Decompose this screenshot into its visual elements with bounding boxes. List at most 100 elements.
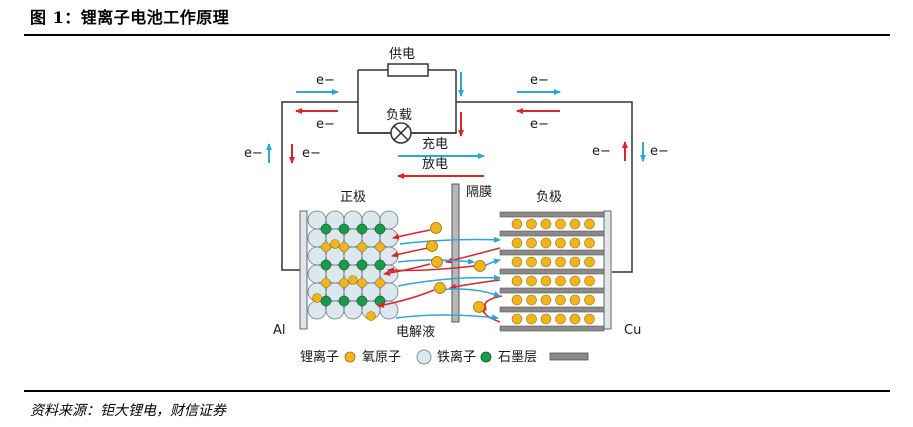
discharge-label: 放电 [422,157,448,172]
iron-ion [320,223,332,235]
lithium-ion [357,242,367,252]
source-note: 资料来源：钜大锂电，财信证券 [30,403,226,419]
lithium-ion-free [426,240,438,252]
iron-ion-dot [480,351,492,363]
lithium-ion [526,256,537,268]
load-label: 负载 [386,108,412,123]
lithium-ion [375,278,385,288]
lithium-ion [330,239,340,249]
lithium-ion-free [431,256,443,268]
discharge-ion-arrow [387,265,475,274]
anode-label: 负极 [536,190,562,205]
lithium-ion [348,275,358,285]
graphite-layer [499,325,605,332]
lithium-ion-free [474,260,486,272]
iron-ion [356,259,368,271]
charge-label: 充电 [422,136,448,152]
lithium-ion [312,293,322,303]
electron-label-top-right-2: e− [530,117,549,132]
charge-ion-arrow [399,236,501,245]
lithium-ion [584,313,595,325]
lithium-ion [339,278,349,288]
lithium-ion [569,313,581,325]
iron-ion [320,259,332,271]
charge-ion-arrow [395,314,499,321]
iron-ion [356,295,368,307]
top-rule [24,34,890,36]
anode-graphite-stack [499,211,605,332]
lithium-ion [555,294,566,306]
electron-label-right-2: e− [650,144,669,159]
lithium-ion [540,256,552,268]
discharge-ion-arrow [479,306,501,323]
cathode-label: 正极 [340,190,366,205]
graphite-layer [499,306,605,313]
figure-title: 图 1：锂离子电池工作原理 [30,8,230,27]
lithium-ion [540,294,552,306]
iron-ion [374,259,386,271]
lithium-ion [569,237,581,249]
lithium-ion [321,242,331,252]
lithium-ion [569,275,581,287]
iron-ion [338,223,350,235]
lithium-ion [569,294,581,306]
lithium-ion [584,237,595,249]
graphite-layer-bar [549,352,589,361]
electron-label-top-left-1: e− [316,73,335,88]
electron-label-left-1: e− [244,146,263,161]
iron-ion [356,223,368,235]
lithium-ion [511,294,523,306]
lithium-ion-free [430,222,442,234]
lithium-ion [584,294,595,306]
cathode-lattice [307,210,399,321]
lithium-ion [555,313,566,325]
electron-label-right-1: e− [592,144,611,159]
lithium-ion [555,275,566,287]
lithium-ion [555,256,566,268]
separator-label: 隔膜 [466,185,492,200]
legend-label-iron: 铁离子 [437,349,476,365]
lithium-ion [511,237,523,249]
lithium-ion [526,313,537,325]
lithium-ion [540,237,552,249]
graphite-layer [499,230,605,237]
charge-ion-arrow [397,274,501,287]
iron-ion [374,223,386,235]
lithium-ion [555,237,566,249]
oxygen-atom-dot [416,349,432,365]
lithium-ion-dot [344,351,356,363]
discharge-ion-arrow [391,247,429,258]
legend: 锂离子 氧原子 铁离子 石墨层 [300,349,589,365]
load-icon [390,122,412,144]
lithium-ion [584,218,595,230]
al-label: Al [273,323,286,338]
lithium-ion [526,275,537,287]
free-lithium-ions [426,222,486,313]
electron-label-left-2: e− [302,146,321,161]
discharge-ion-arrow [392,229,431,240]
lithium-ion [375,242,385,252]
graphite-layer [499,287,605,294]
legend-label-graphite: 石墨层 [498,350,537,365]
ion-migration-arrows [377,229,503,323]
supply-label: 供电 [389,47,415,62]
cu-label: Cu [624,323,641,338]
lithium-ion [584,275,595,287]
separator-membrane [451,183,460,323]
iron-ion [338,295,350,307]
legend-label-oxygen: 氧原子 [362,350,401,365]
lithium-ion [526,294,537,306]
discharge-ion-arrow [480,295,503,311]
lithium-ion [366,311,376,321]
anode-collector [603,210,612,330]
iron-ion [338,259,350,271]
bottom-rule [24,390,890,392]
lithium-ion [339,242,349,252]
lithium-ion [511,313,523,325]
lithium-ion [526,237,537,249]
lithium-ion [357,278,367,288]
lithium-ion [321,278,331,288]
legend-label-lithium: 锂离子 [300,349,339,365]
cathode-collector [299,210,308,330]
